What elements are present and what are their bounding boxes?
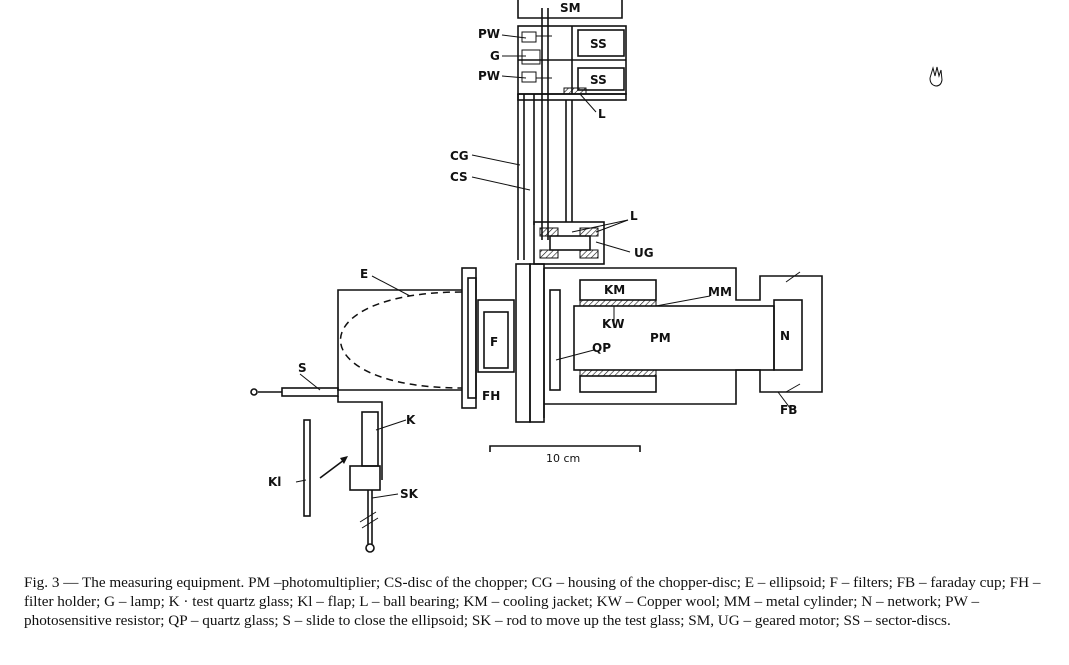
ellipsoid [250, 289, 463, 397]
chopper-housing [517, 94, 573, 260]
label-qp: QP [592, 341, 611, 355]
label-mm: MM [708, 285, 732, 299]
test-glass-assembly [303, 396, 383, 553]
measuring-equipment-diagram: SM PW G PW SS SS L CG CS L UG E KM MM KW… [250, 0, 943, 553]
leader-lines [295, 34, 791, 499]
label-fh: FH [482, 389, 500, 403]
label-kw: KW [602, 317, 625, 331]
label-s: S [298, 361, 307, 375]
sector-disc-housing [517, 25, 627, 101]
label-cg: CG [450, 149, 469, 163]
label-pw-top: PW [478, 27, 500, 41]
label-sk: SK [400, 487, 419, 501]
label-ug: UG [634, 246, 654, 260]
label-fb: FB [780, 403, 797, 417]
label-pm: PM [650, 331, 671, 345]
scale-bar [489, 445, 641, 452]
label-ss-top: SS [590, 37, 607, 51]
label-km: KM [604, 283, 625, 297]
scale-label: 10 cm [546, 452, 580, 465]
label-g: G [490, 49, 500, 63]
label-l-mid: L [630, 209, 638, 223]
label-e: E [360, 267, 368, 281]
photomultiplier-housing [544, 267, 823, 405]
label-pw-bottom: PW [478, 69, 500, 83]
label-k: K [406, 413, 416, 427]
label-kl: Kl [268, 475, 281, 489]
label-ss-bottom: SS [590, 73, 607, 87]
figure-caption: Fig. 3 — The measuring equipment. PM –ph… [24, 574, 1041, 629]
chopper-disc-column [515, 263, 545, 423]
filter-holder [461, 267, 515, 409]
hand-mark-icon [929, 66, 943, 87]
geared-motor-sm [517, 0, 623, 240]
geared-motor-ug [533, 221, 605, 265]
label-cs: CS [450, 170, 468, 184]
label-l-top: L [598, 107, 606, 121]
label-f: F [490, 335, 498, 349]
label-sm: SM [560, 1, 581, 15]
label-n: N [780, 329, 790, 343]
